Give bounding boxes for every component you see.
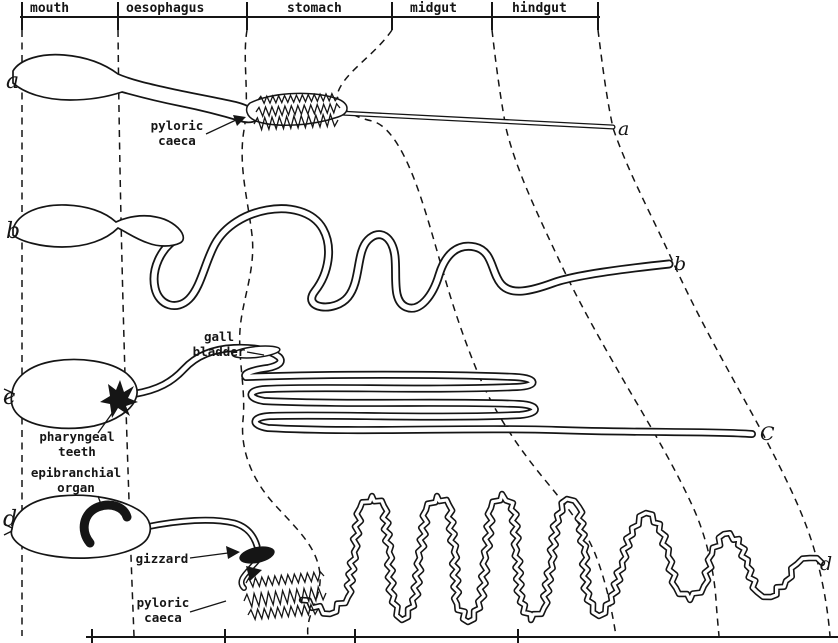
epibranchial-organ-shape — [79, 500, 132, 548]
annotation-pointer — [205, 119, 237, 135]
annotation-text: bladder — [193, 344, 246, 359]
row-b-left-letter: b — [6, 219, 20, 244]
pointer-arrow — [233, 115, 246, 126]
pyloric-caeca-hatching-d — [245, 570, 325, 589]
annotation-pyloric-caeca-bottom: pyloric caeca — [137, 595, 227, 625]
row-c-right-letter: C — [760, 423, 775, 445]
annotation-text: caeca — [144, 610, 182, 625]
pyloric-caeca-hatching-d — [247, 602, 319, 622]
tract-a-intestine-lumen — [318, 110, 615, 129]
header-label-midgut: midgut — [410, 1, 457, 16]
annotation-text: caeca — [158, 133, 196, 148]
pyloric-caeca-hatching-a — [257, 92, 339, 105]
header-label-mouth: mouth — [30, 1, 69, 16]
pointer-arrow — [226, 546, 240, 559]
row-letters: a a b b c C d d — [3, 69, 832, 575]
fish-d-tract — [3, 490, 826, 626]
row-c-left-letter: c — [3, 385, 15, 410]
annotation-epibranchial-organ: epibranchial organ — [31, 465, 121, 511]
pyloric-caeca-hatching-a — [253, 112, 339, 132]
tract-a-body — [12, 53, 259, 124]
tract-d-foregut-lumen — [144, 518, 259, 548]
annotation-text: organ — [57, 480, 95, 495]
annotation-text: pyloric — [137, 595, 190, 610]
pyloric-caeca-hatching-d — [243, 584, 327, 610]
annotation-pointer — [97, 411, 114, 434]
header-label-stomach: stomach — [287, 1, 342, 16]
row-a-right-letter: a — [618, 118, 629, 140]
tract-c-intestine-lumen — [131, 345, 755, 437]
bottom-border — [86, 629, 838, 643]
caeca-arrow — [246, 566, 262, 581]
tract-c-intestine — [130, 343, 756, 438]
gall-bladder — [231, 345, 281, 359]
annotation-text: gizzard — [136, 551, 189, 566]
annotation-gizzard: gizzard — [136, 546, 240, 566]
tract-c-body — [10, 358, 138, 430]
tract-b-intestine-lumen — [151, 206, 672, 311]
annotation-pharyngeal-teeth: pharyngeal teeth — [39, 411, 115, 459]
annotation-text: gall — [204, 329, 234, 344]
header-label-oesophagus: oesophagus — [126, 1, 204, 16]
boundary-mouth-oesophagus — [117, 29, 135, 637]
pyloric-caeca-hatching-a — [255, 102, 341, 119]
tract-b-body — [12, 204, 185, 248]
tract-d-intestine-lumen — [300, 492, 824, 624]
mouth-opening-d — [3, 523, 13, 536]
fish-b-tract — [12, 204, 674, 313]
fish-a-tract — [12, 53, 616, 132]
annotation-pointer — [189, 552, 229, 559]
row-d-right-letter: d — [820, 553, 832, 575]
fish-c-tract — [3, 343, 756, 438]
row-b-right-letter: b — [674, 253, 686, 275]
annotation-text: pharyngeal — [39, 429, 114, 444]
boundary-right-edge — [597, 29, 831, 637]
pharyngeal-teeth — [100, 380, 138, 418]
annotation-pointer — [97, 495, 104, 511]
annotation-pyloric-caeca-top: pyloric caeca — [151, 115, 246, 148]
row-a-left-letter: a — [6, 69, 19, 94]
mouth-opening-c — [3, 388, 14, 401]
gizzard-shape — [239, 546, 275, 564]
annotation-text: pyloric — [151, 118, 204, 133]
annotation-text: epibranchial — [31, 465, 121, 480]
annotation-pointer — [189, 600, 227, 613]
annotations: pyloric caeca gall bladder pharyngeal te… — [31, 115, 265, 625]
region-header: mouth oesophagus stomach midgut hindgut — [20, 1, 600, 30]
row-d-left-letter: d — [3, 507, 17, 532]
annotation-gall-bladder: gall bladder — [193, 329, 265, 359]
header-label-hindgut: hindgut — [512, 1, 567, 16]
annotation-pointer — [246, 351, 265, 356]
boundary-oesophagus-stomach — [238, 29, 321, 637]
annotation-text: teeth — [58, 444, 96, 459]
boundary-midgut-hindgut — [491, 29, 720, 637]
